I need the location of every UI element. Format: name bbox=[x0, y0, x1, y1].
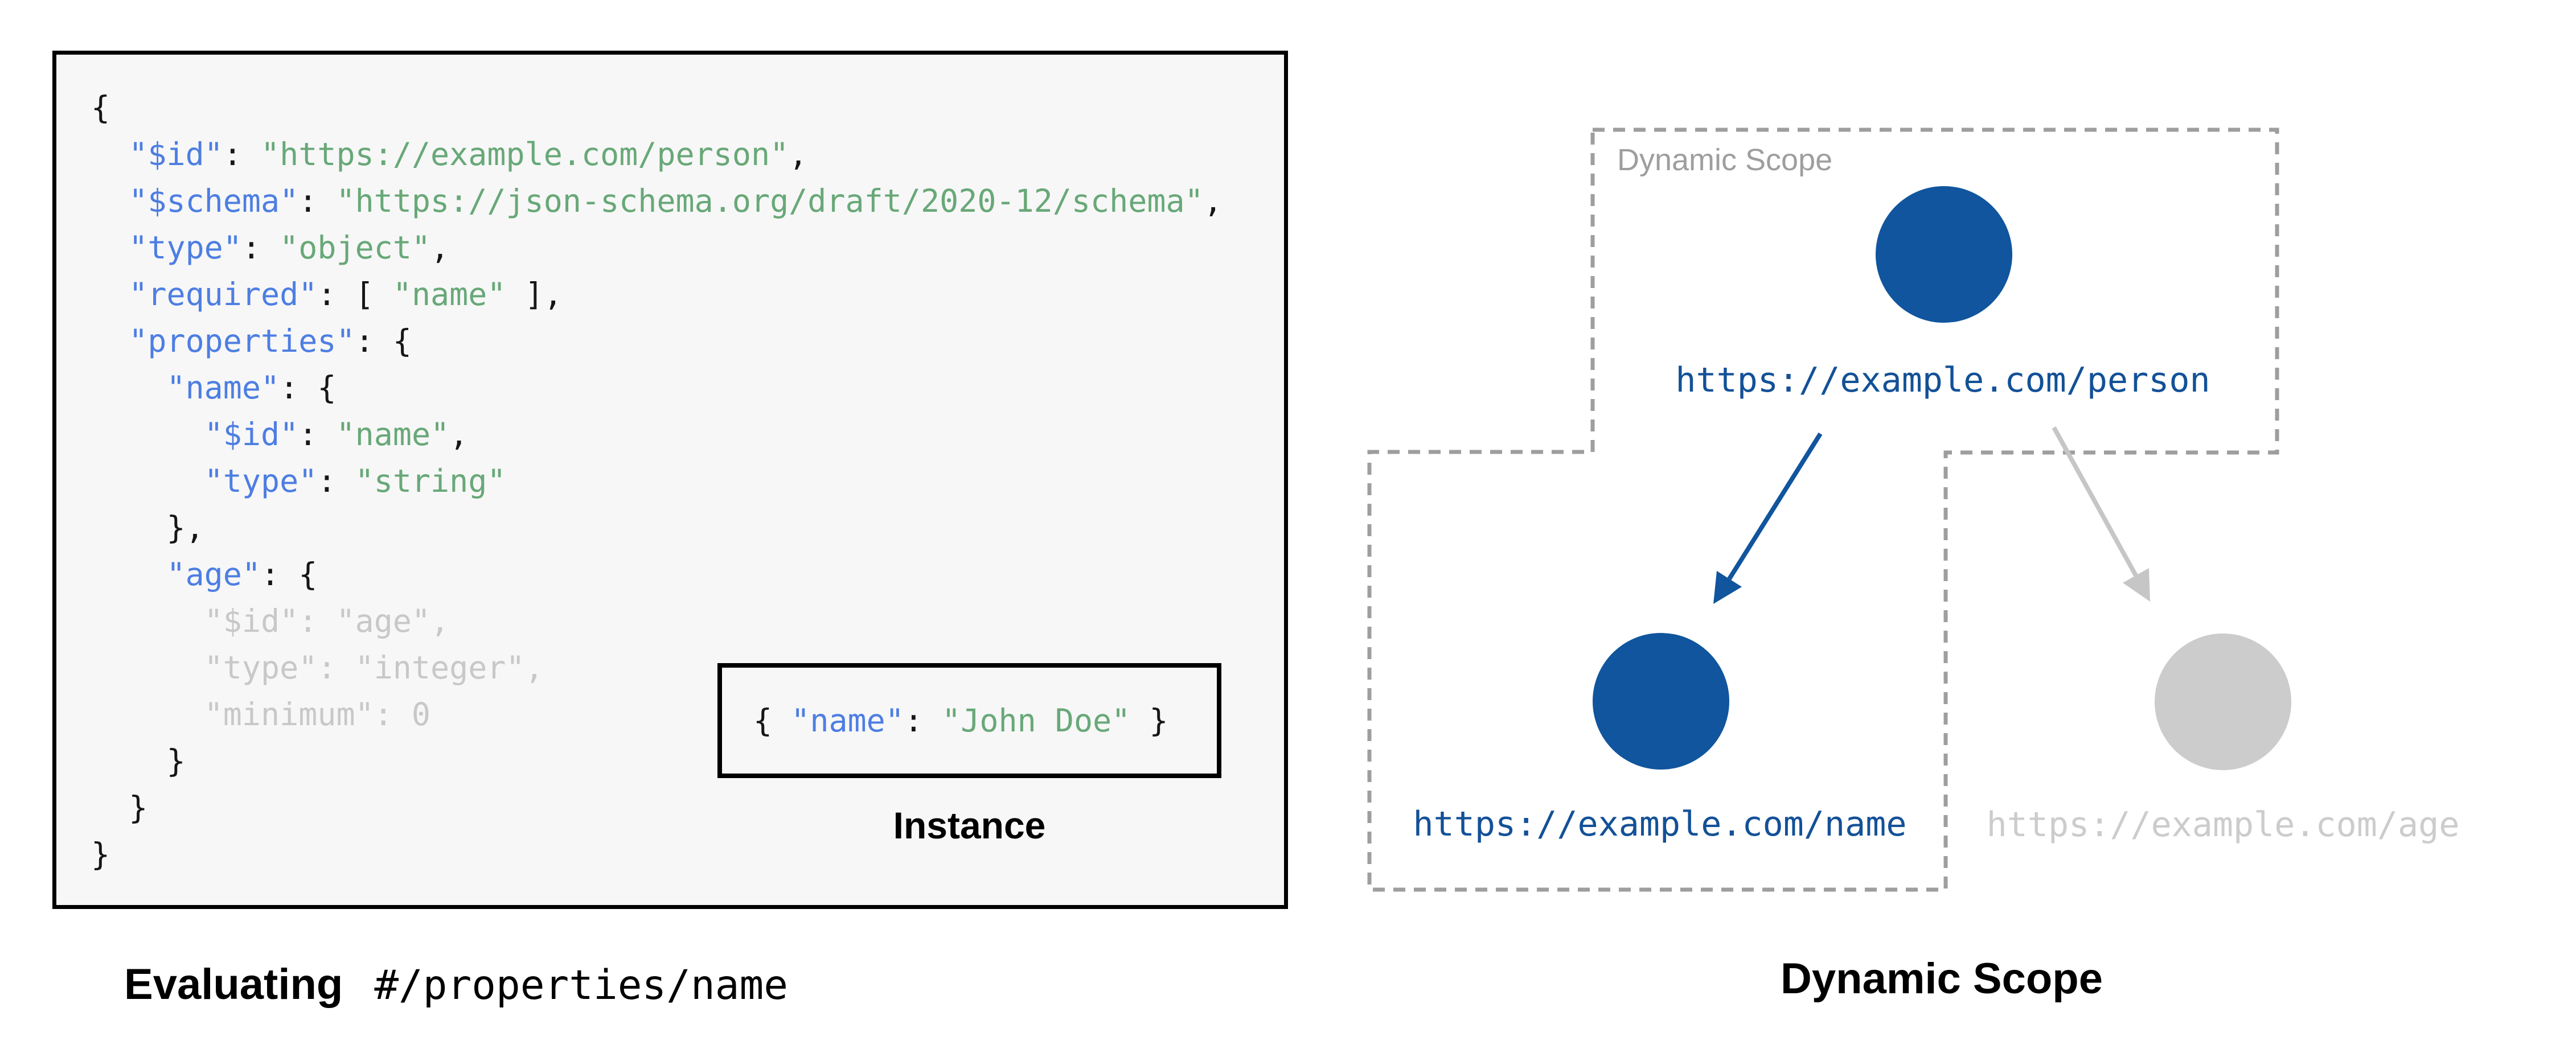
node-label-name: https://example.com/name bbox=[1413, 804, 1907, 844]
node-name-circle bbox=[1593, 633, 1729, 770]
left-caption-word: Evaluating bbox=[124, 960, 343, 1009]
instance-label: Instance bbox=[893, 804, 1046, 846]
node-label-person: https://example.com/person bbox=[1675, 360, 2210, 400]
left-caption: Evaluating #/properties/name bbox=[124, 963, 788, 1006]
schema-panel: { "$id": "https://example.com/person", "… bbox=[52, 51, 1288, 909]
instance-box: { "name": "John Doe" } bbox=[717, 663, 1221, 778]
left-caption-json-pointer: #/properties/name bbox=[374, 961, 788, 1009]
right-caption: Dynamic Scope bbox=[1781, 955, 2103, 1003]
dynamic-scope-region-label: Dynamic Scope bbox=[1617, 143, 1833, 177]
schema-code: { "$id": "https://example.com/person", "… bbox=[91, 89, 1223, 873]
node-age-circle bbox=[2155, 634, 2291, 770]
arrow-person-to-name-head bbox=[1713, 571, 1742, 604]
arrow-person-to-age-head bbox=[2123, 568, 2150, 602]
arrow-person-to-name bbox=[1727, 432, 1823, 581]
node-person-circle bbox=[1876, 186, 2012, 323]
dynamic-scope-outline bbox=[1367, 127, 2279, 892]
arrow-person-to-age bbox=[2052, 426, 2138, 577]
instance-code: { "name": "John Doe" } bbox=[753, 702, 1168, 739]
node-label-age: https://example.com/age bbox=[1986, 805, 2460, 845]
